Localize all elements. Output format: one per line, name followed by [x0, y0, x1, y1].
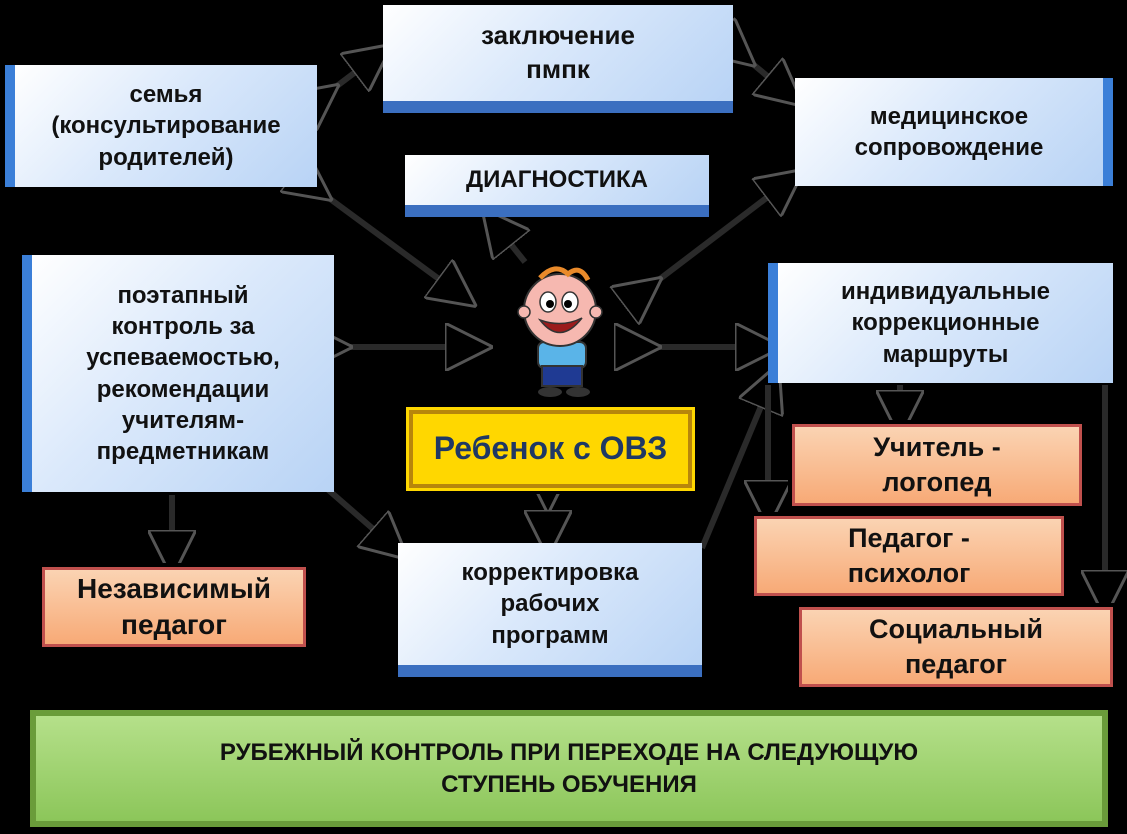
pmpk-label: заключение пмпк: [481, 20, 635, 84]
speech-label: Учитель - логопед: [873, 431, 1001, 497]
correction-box: корректировка рабочих программ: [398, 543, 702, 677]
correction-label: корректировка рабочих программ: [461, 559, 639, 649]
arrow-pmpk-medical: [742, 55, 790, 95]
arrow-stepwise-correction: [323, 484, 395, 548]
arrow-correction-individual: [699, 380, 772, 550]
family-label: семья (консультирование родителей): [51, 81, 281, 171]
speech-box: Учитель - логопед: [788, 420, 1086, 510]
stepwise-label: поэтапный контроль за успеваемостью, рек…: [86, 281, 280, 465]
arrow-family-child: [318, 190, 462, 296]
social-box: Социальный педагог: [795, 603, 1117, 691]
milestone-box: РУБЕЖНЫЙ КОНТРОЛЬ ПРИ ПЕРЕХОДЕ НА СЛЕДУЮ…: [30, 710, 1108, 827]
stepwise-box: поэтапный контроль за успеваемостью, рек…: [22, 255, 334, 492]
child-label: Ребенок с ОВЗ: [433, 430, 668, 467]
diagnostics-label: ДИАГНОСТИКА: [466, 166, 648, 194]
diagnostics-box: ДИАГНОСТИКА: [405, 155, 709, 217]
medical-box: медицинское сопровождение: [795, 78, 1113, 186]
psych-label: Педагог - психолог: [847, 522, 971, 588]
family-box: семья (консультирование родителей): [5, 65, 317, 187]
arrow-child-diagnostics: [493, 222, 525, 264]
arrow-family-pmpk: [325, 55, 378, 95]
individual-label: индивидуальные коррекционные маршруты: [841, 278, 1050, 368]
milestone-label: РУБЕЖНЫЙ КОНТРОЛЬ ПРИ ПЕРЕХОДЕ НА СЛЕДУЮ…: [219, 739, 919, 798]
independent-box: Независимый педагог: [38, 563, 310, 651]
arrow-medical-child: [648, 180, 790, 288]
pmpk-box: заключение пмпк: [383, 5, 733, 113]
individual-box: индивидуальные коррекционные маршруты: [768, 263, 1113, 383]
social-label: Социальный педагог: [869, 613, 1043, 679]
medical-label: медицинское сопровождение: [854, 102, 1044, 161]
child-illustration: [510, 262, 610, 402]
independent-label: Независимый педагог: [77, 572, 271, 640]
child-box: Ребенок с ОВЗ: [403, 404, 698, 494]
psych-box: Педагог - психолог: [750, 512, 1068, 600]
